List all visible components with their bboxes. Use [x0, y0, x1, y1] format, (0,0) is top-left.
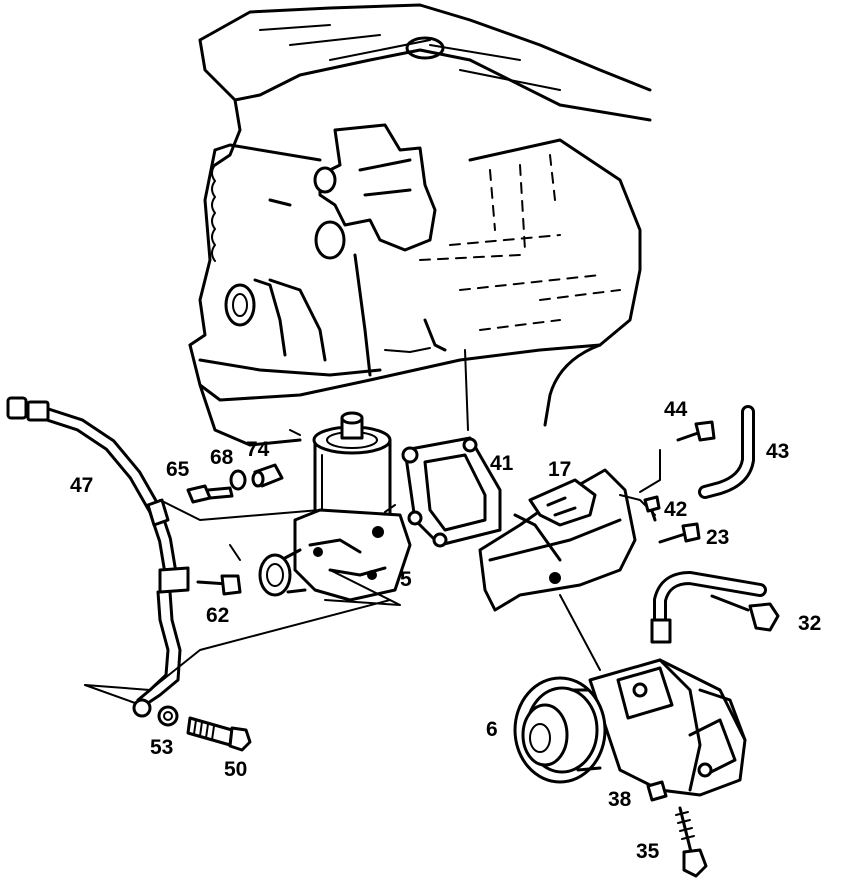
nut-38 — [646, 780, 668, 802]
leader-lines — [84, 349, 469, 691]
label-41: 41 — [490, 452, 514, 475]
label-44: 44 — [664, 398, 688, 421]
label-50: 50 — [224, 758, 247, 781]
washer-53 — [157, 705, 179, 727]
pressure-hose-47 — [6, 396, 190, 718]
bolt-62 — [196, 574, 242, 596]
hose-43 — [698, 405, 755, 499]
label-68: 68 — [210, 446, 234, 469]
label-74: 74 — [246, 438, 270, 461]
label-47: 47 — [70, 474, 93, 497]
bolt-65 — [186, 484, 234, 504]
plane-line — [84, 684, 136, 704]
label-6: 6 — [486, 718, 498, 741]
washer-68 — [229, 469, 247, 491]
nut-42 — [643, 495, 661, 522]
bolt-35 — [675, 806, 708, 878]
ac-line-32 — [650, 570, 780, 644]
label-62: 62 — [206, 604, 229, 627]
label-38: 38 — [608, 788, 632, 811]
compressor-6 — [513, 594, 747, 797]
bolt-23 — [658, 522, 701, 544]
sleeve-74 — [251, 463, 284, 488]
label-35: 35 — [636, 840, 660, 863]
reservoir-pump-5 — [159, 411, 412, 606]
banjo-bolt-50 — [186, 716, 252, 752]
label-42: 42 — [664, 498, 687, 521]
label-43: 43 — [766, 440, 789, 463]
engine-block — [188, 3, 652, 447]
label-17: 17 — [548, 458, 571, 481]
label-53: 53 — [150, 736, 173, 759]
label-5: 5 — [400, 568, 412, 591]
label-23: 23 — [706, 526, 729, 549]
bracket-17 — [478, 468, 656, 612]
leader-44 — [639, 449, 661, 493]
label-65: 65 — [166, 458, 190, 481]
label-32: 32 — [798, 612, 821, 635]
filter-housing-assembly — [313, 123, 447, 377]
gasket-41 — [401, 436, 502, 548]
bolt-44 — [676, 420, 716, 442]
